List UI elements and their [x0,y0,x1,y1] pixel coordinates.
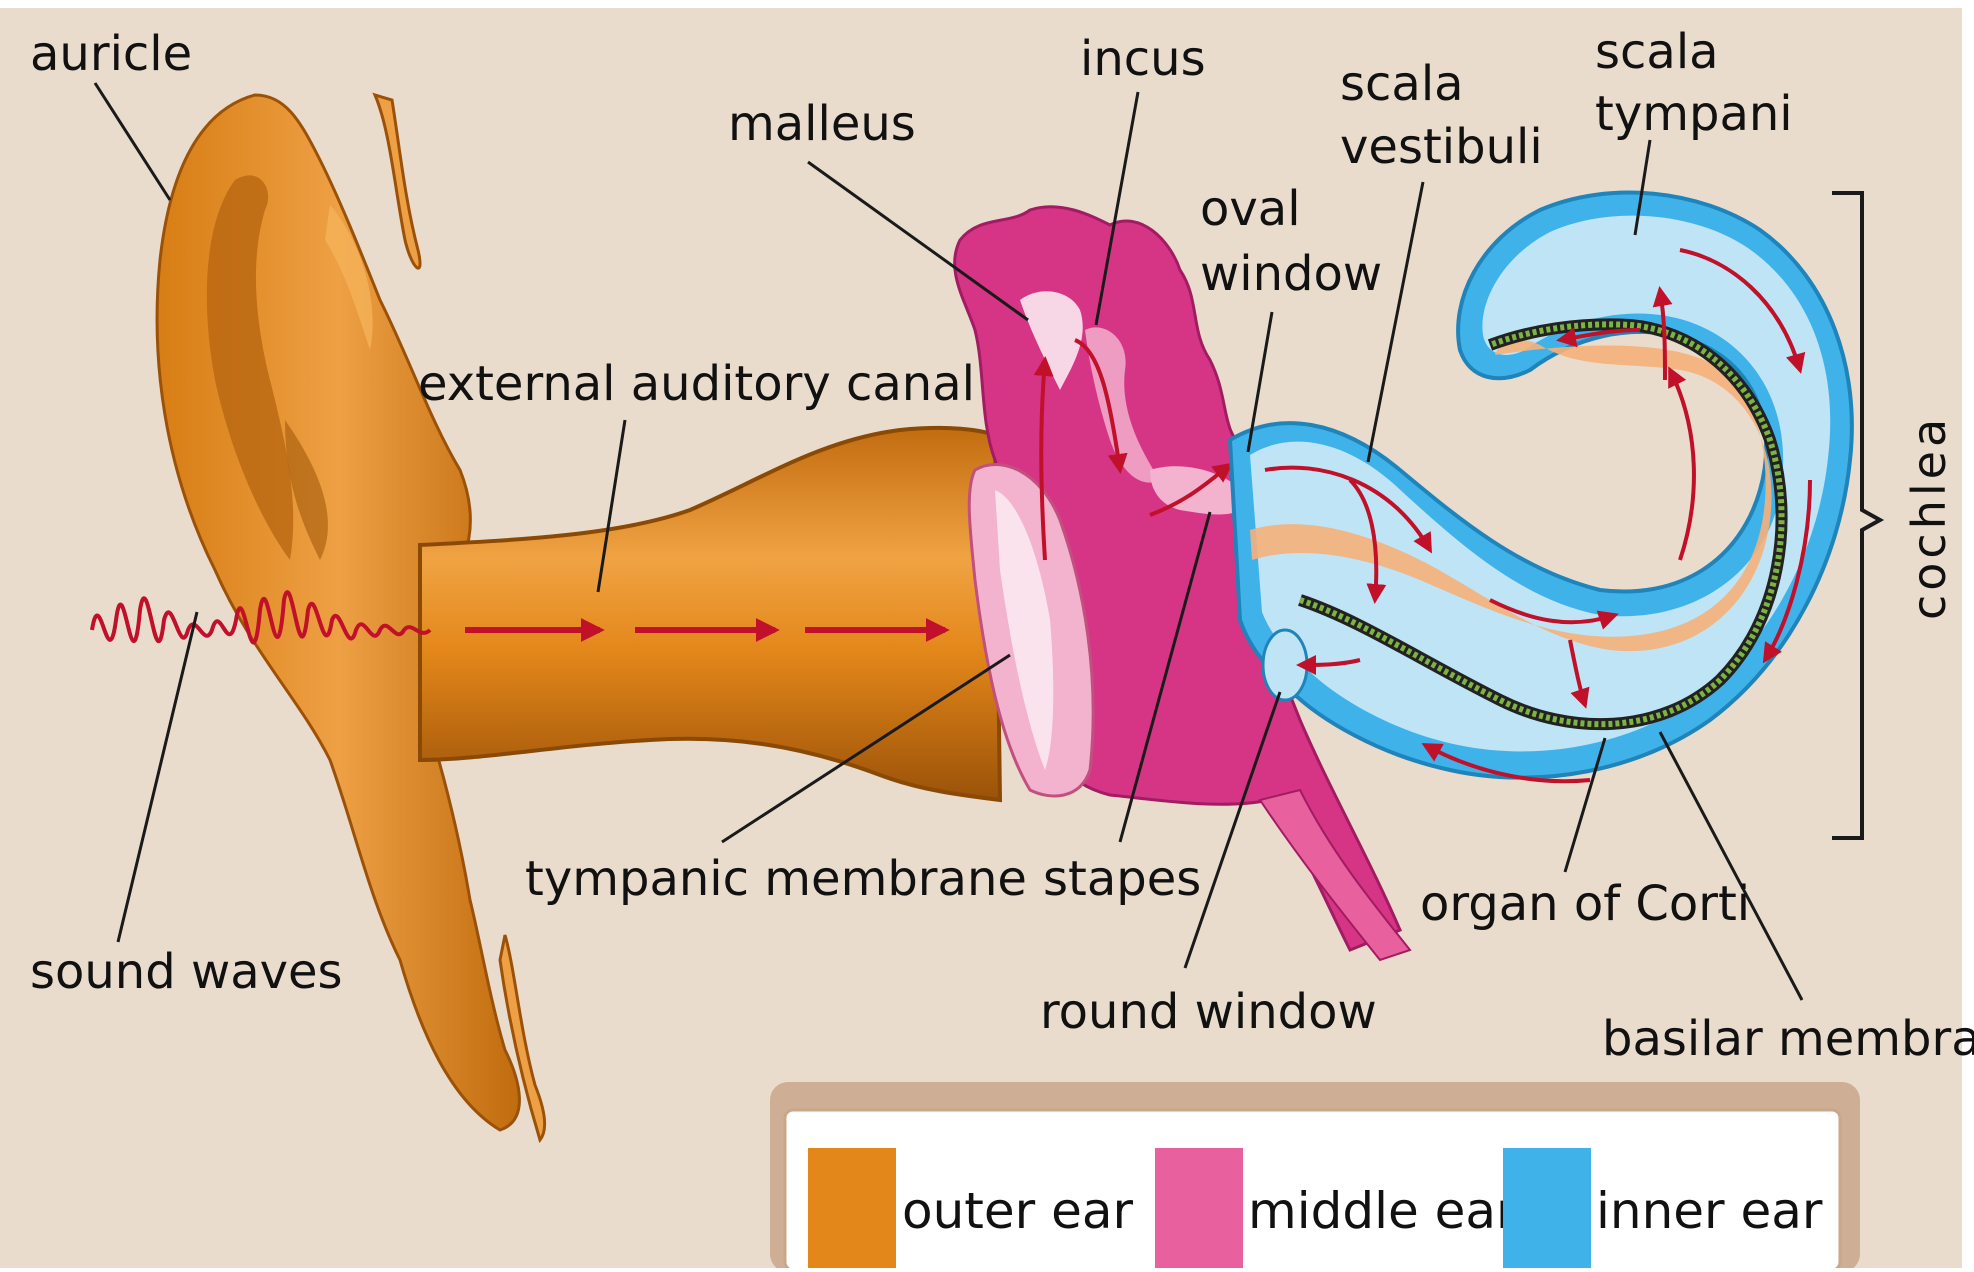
legend: outer ear middle ear inner ear [770,1082,1860,1268]
legend-swatch-outer-ear [808,1148,896,1268]
label-scala-tympani-line2: tympani [1595,86,1793,142]
legend-label-outer-ear: outer ear [902,1182,1133,1240]
label-scala-vestibuli-line2: vestibuli [1340,119,1543,175]
legend-swatch-inner-ear [1503,1148,1591,1268]
legend-label-inner-ear: inner ear [1596,1182,1823,1240]
label-incus: incus [1080,31,1206,87]
label-round-window: round window [1040,984,1377,1040]
right-edge [1962,0,1974,1268]
label-stapes: stapes [1043,851,1201,907]
label-scala-vestibuli-line1: scala [1340,56,1464,112]
legend-swatch-middle-ear [1155,1148,1243,1268]
label-oval-window-line2: window [1200,246,1382,302]
top-edge [0,0,1974,8]
label-organ-of-corti: organ of Corti [1420,876,1750,932]
label-scala-tympani-line1: scala [1595,24,1719,80]
label-tympanic-membrane: tympanic membrane [525,851,1027,907]
label-sound-waves: sound waves [30,944,343,1000]
legend-label-middle-ear: middle ear [1248,1182,1517,1240]
label-oval-window-line1: oval [1200,181,1301,237]
label-malleus: malleus [728,96,916,152]
label-cochlea: cochlea [1902,415,1956,620]
label-auricle: auricle [30,26,192,82]
label-external-auditory-canal: external auditory canal [418,356,975,412]
label-basilar-membrane: basilar membrane [1602,1011,1974,1067]
